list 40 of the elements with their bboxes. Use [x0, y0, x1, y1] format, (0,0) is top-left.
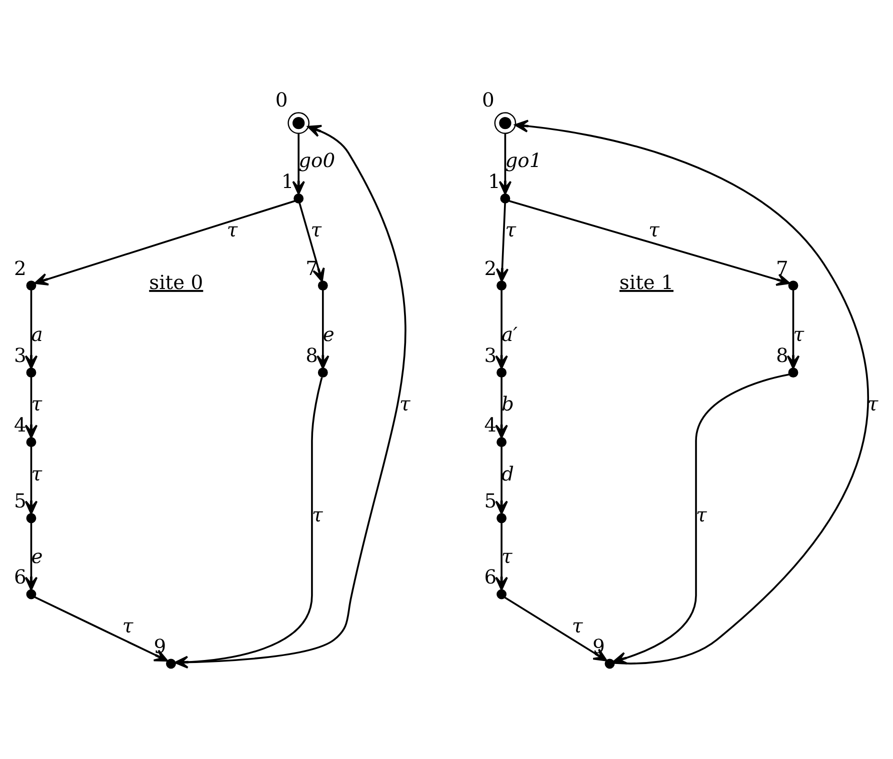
- node-label: 4: [484, 413, 497, 436]
- edge-label: τ: [122, 614, 134, 638]
- node-label: 6: [484, 566, 497, 589]
- edge-label: e: [31, 544, 43, 568]
- edge-label: τ: [505, 218, 516, 242]
- node-label: 8: [306, 344, 318, 367]
- edge-label: τ: [31, 462, 42, 486]
- node-label: 5: [484, 489, 497, 512]
- node-label: 0: [482, 88, 494, 112]
- edge-label: τ: [572, 614, 583, 638]
- node-label: 2: [484, 256, 497, 280]
- node-label: 7: [306, 256, 318, 280]
- edge-label: τ: [31, 392, 42, 416]
- node-label: 4: [14, 413, 26, 436]
- edge-label: τ: [310, 218, 322, 242]
- edge-label: τ: [696, 504, 707, 527]
- node-label: 5: [14, 489, 26, 512]
- edge-label: a: [31, 323, 43, 346]
- node-label: 9: [592, 635, 605, 658]
- node-label: 9: [154, 635, 166, 658]
- node-label: 6: [14, 566, 26, 589]
- edge-label: τ: [648, 218, 660, 242]
- node-label: 1: [488, 170, 500, 193]
- node-label: 3: [14, 344, 26, 367]
- node-label: 2: [14, 256, 26, 280]
- node-label: 3: [484, 344, 497, 367]
- edge-label: go0: [298, 149, 336, 172]
- edge-label: τ: [502, 544, 512, 568]
- edge-label: go1: [505, 149, 542, 172]
- node-label: 0: [275, 88, 288, 112]
- edge-label: τ: [793, 323, 804, 346]
- label: site 1: [619, 270, 674, 294]
- edge-label: τ: [312, 504, 323, 527]
- edge-label: τ: [399, 392, 410, 416]
- label: site 0: [149, 270, 204, 294]
- node-label: 1: [281, 170, 294, 193]
- node-label: 7: [776, 256, 788, 280]
- edge-label: τ: [867, 392, 878, 416]
- edge-label: τ: [226, 218, 238, 242]
- node-label: 8: [776, 344, 788, 367]
